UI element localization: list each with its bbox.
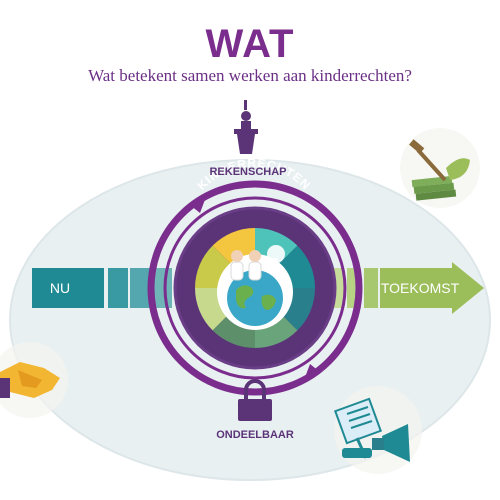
outer-ring-inner-line: [163, 196, 347, 380]
indivisible-label: ONDEELBAAR: [216, 429, 294, 441]
future-label: TOEKOMST: [381, 280, 460, 296]
accountability-label: REKENSCHAP: [209, 166, 286, 178]
now-arrow: [32, 268, 172, 308]
handshake-icon: [0, 342, 68, 418]
rights-ring-edge: [173, 206, 337, 370]
ring-arrowhead-bottom: [304, 364, 320, 380]
padlock-icon: [238, 379, 272, 421]
page-title: WAT: [205, 22, 295, 66]
ring-arrowhead-top: [190, 197, 206, 213]
shovel-money-icon: [400, 128, 480, 208]
now-label: NU: [50, 280, 70, 296]
background-oval-edge: [9, 159, 491, 481]
podium-icon: [234, 100, 258, 154]
megaphone-sign-icon: [333, 386, 422, 474]
children-globe-icon: [217, 245, 293, 330]
page-subtitle: Wat betekent samen werken aan kinderrech…: [88, 66, 412, 85]
outer-ring: [147, 180, 363, 396]
